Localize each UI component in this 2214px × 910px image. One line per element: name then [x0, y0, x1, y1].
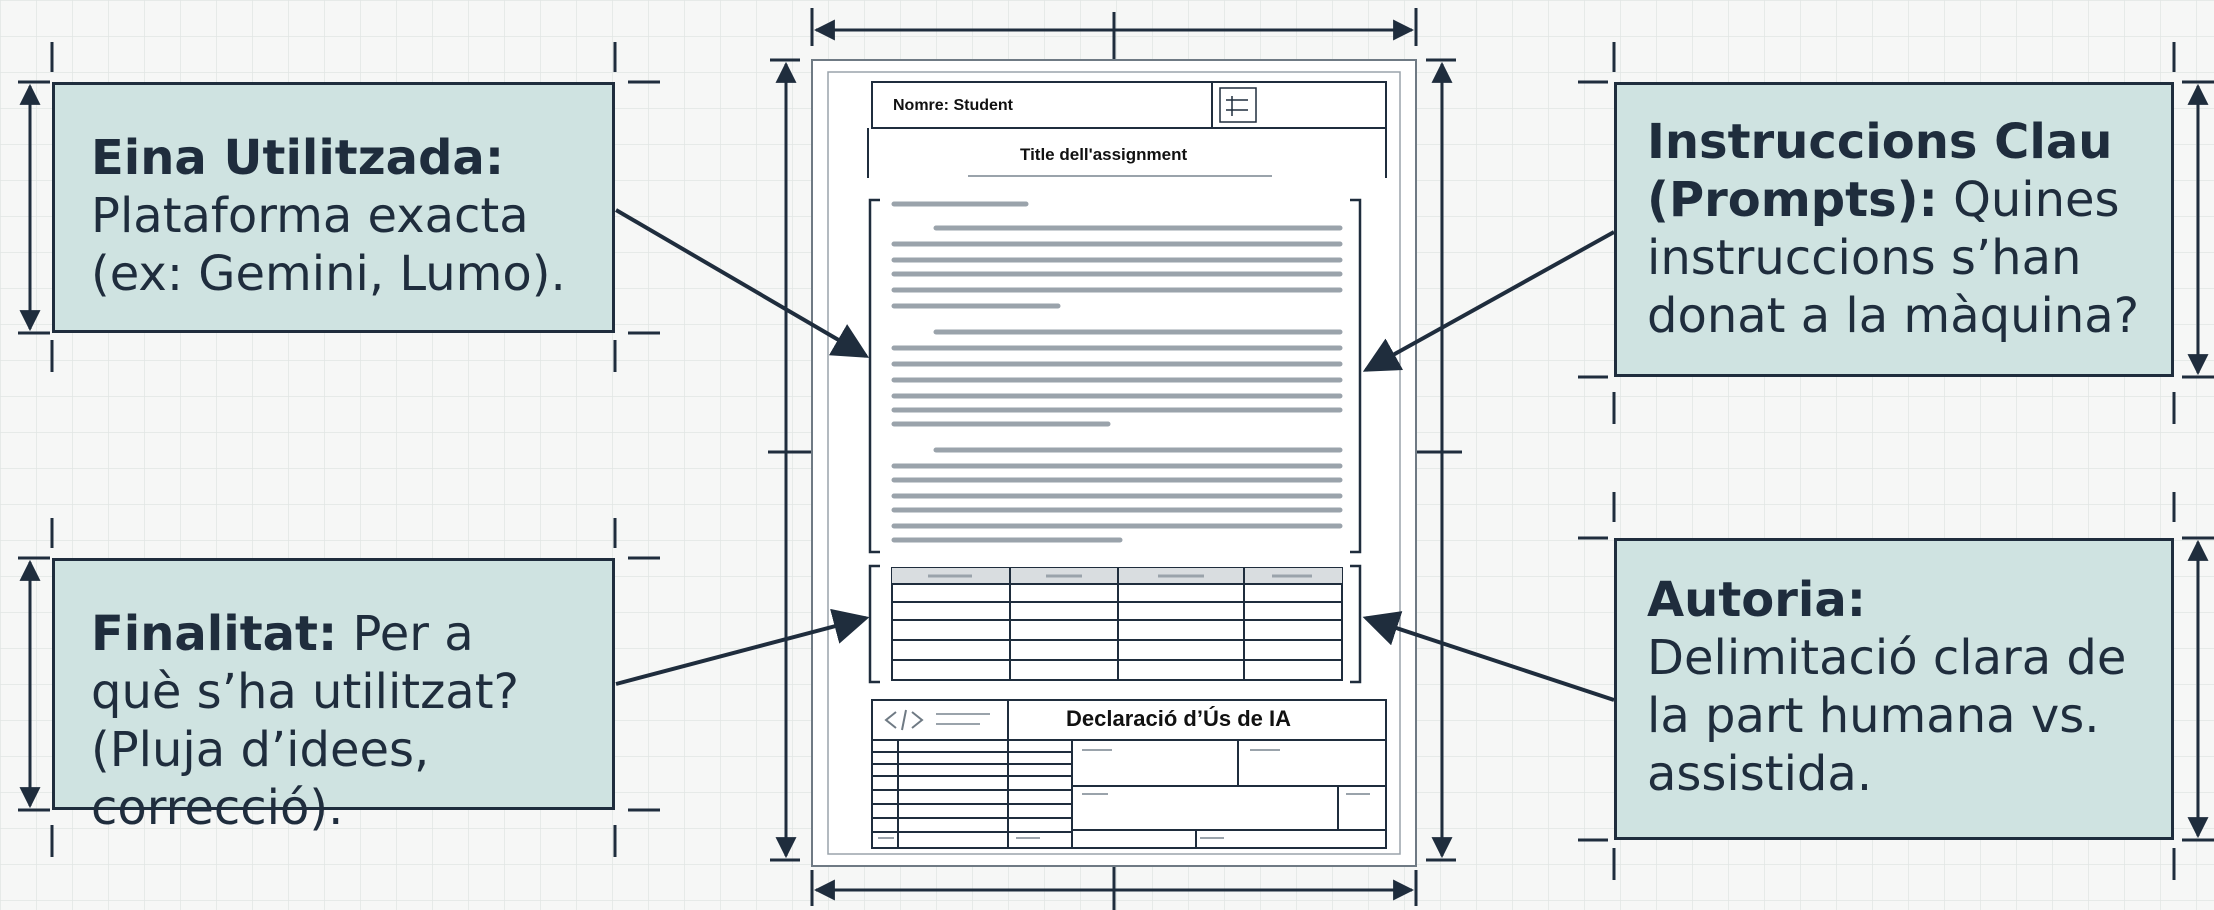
document-title: Title dell'assignment — [1020, 145, 1188, 164]
callout-prompts: Instruccions Clau (Prompts): Quines inst… — [1614, 82, 2174, 377]
document-page — [811, 59, 1417, 867]
dimension-marks-authorship — [1578, 492, 2214, 880]
callout-prompts-text: Quines instruccions s’han donat a la màq… — [1647, 172, 2140, 344]
code-icon — [884, 709, 924, 731]
callout-authorship-text: Delimitació clara de la part humana vs. … — [1647, 630, 2127, 802]
callout-purpose-text: Per a què s’ha utilitzat? (Pluja d’idees… — [91, 606, 520, 836]
text-lines — [891, 201, 1343, 543]
dimension-marks-prompts — [1578, 42, 2214, 424]
callout-tool-text: Plataforma exacta (ex: Gemini, Lumo). — [91, 188, 566, 302]
text-block-brackets — [868, 198, 1362, 684]
connector-arrows — [614, 208, 1615, 702]
callout-prompts-title: Instruccions Clau (Prompts): — [1647, 114, 2113, 228]
callout-purpose-title: Finalitat: — [91, 606, 338, 662]
declaration-title: Declaració d’Ús de IA — [1066, 706, 1291, 731]
callout-tool-title: Eina Utilitzada: — [91, 130, 505, 186]
callout-authorship: Autoria: Delimitació clara de la part hu… — [1614, 538, 2174, 840]
callout-purpose: Finalitat: Per a què s’ha utilitzat? (Pl… — [52, 558, 615, 836]
declaration-block — [871, 699, 1387, 849]
callout-tool: Eina Utilitzada: Plataforma exacta (ex: … — [52, 82, 615, 333]
dimension-marks-purpose — [18, 518, 660, 857]
document-dimension-lines — [768, 8, 1462, 910]
name-field: Nomre: Student — [893, 97, 1013, 114]
dimension-marks-tool — [18, 42, 660, 372]
data-table — [891, 567, 1343, 681]
callout-authorship-title: Autoria: — [1647, 572, 1866, 628]
stamp-icon — [1219, 87, 1257, 123]
